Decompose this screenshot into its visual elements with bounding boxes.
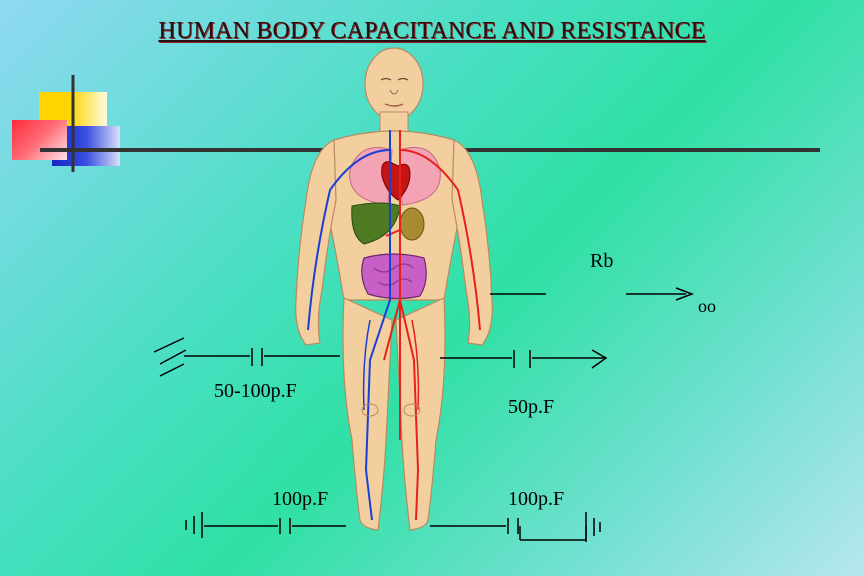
right-top-capacitor <box>440 350 606 368</box>
infinity-label: oo <box>698 296 716 317</box>
rb-label: Rb <box>590 250 613 273</box>
left-bottom-capacitor <box>186 512 346 538</box>
human-body-figure <box>296 48 493 530</box>
cap-label-left-top: 50-100p.F <box>214 380 297 403</box>
right-bottom-capacitor <box>430 512 600 542</box>
cap-label-left-bottom: 100p.F <box>272 488 328 511</box>
cap-label-right-top: 50p.F <box>508 396 554 419</box>
cap-label-right-bottom: 100p.F <box>508 488 564 511</box>
